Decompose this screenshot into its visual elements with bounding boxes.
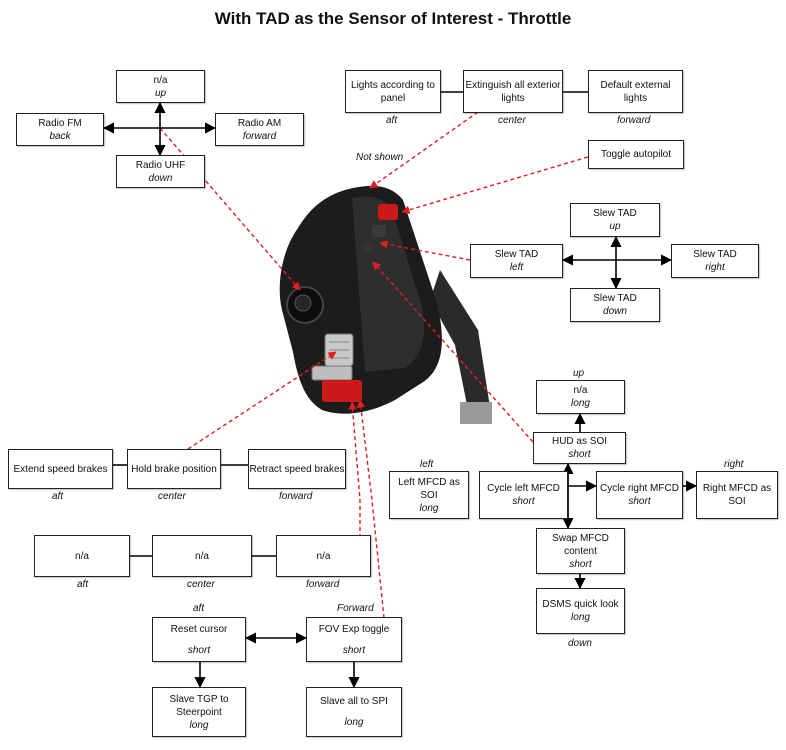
mfcd-na-box: n/a long — [536, 380, 625, 414]
cycle-left-mfcd-label: Cycle left MFCD — [487, 483, 560, 494]
reset-cursor-box: Reset cursor short — [152, 617, 246, 662]
lights-center-position: center — [498, 115, 526, 126]
right-mfcd-soi-box: Right MFCD as SOI — [696, 471, 778, 519]
cursor-aft-label: aft — [193, 603, 205, 614]
mfcd-up-label: up — [573, 368, 585, 379]
speedbrake-center-position: center — [158, 491, 186, 502]
tad-left-label: Slew TAD — [494, 249, 539, 260]
autopilot-label: Toggle autopilot — [600, 149, 672, 160]
lights-center-label: Extinguish all exterior lights — [465, 79, 561, 104]
swap-mfcd-box: Swap MFCD content short — [536, 528, 625, 574]
radio-up-direction: up — [154, 87, 167, 99]
swap-mfcd-label: Swap MFCD content — [552, 532, 609, 557]
tad-right-box: Slew TAD right — [671, 244, 759, 278]
dsms-quick-look-label: DSMS quick look — [542, 599, 619, 610]
slave-spi-duration: long — [344, 717, 364, 728]
radio-fm-direction: back — [49, 130, 71, 142]
tad-up-direction: up — [609, 221, 621, 232]
tad-left-direction: left — [509, 262, 524, 273]
hud-soi-box: HUD as SOI short — [533, 432, 626, 464]
diagram-title: With TAD as the Sensor of Interest - Thr… — [214, 9, 572, 28]
tad-down-direction: down — [603, 306, 627, 317]
radio-am-label: Radio AM — [237, 117, 282, 129]
left-mfcd-soi-duration: long — [419, 502, 439, 514]
radio-up-label: n/a — [153, 74, 168, 86]
mfcd-na-duration: long — [571, 398, 590, 409]
cursor-forward-label: Forward — [337, 603, 374, 614]
right-mfcd-soi-label: Right MFCD as SOI — [702, 483, 772, 507]
na-aft-label: n/a — [75, 550, 89, 562]
na-aft-box: n/a — [34, 535, 130, 577]
fov-exp-toggle-duration: short — [342, 644, 366, 656]
radio-uhf-direction: down — [148, 172, 173, 184]
na-forward-position: forward — [306, 579, 340, 590]
lights-center-box: Extinguish all exterior lights — [463, 70, 563, 113]
na-forward-label: n/a — [316, 550, 331, 562]
na-aft-position: aft — [77, 579, 89, 590]
radio-fm-label: Radio FM — [38, 117, 82, 129]
speedbrake-forward-position: forward — [279, 491, 313, 502]
cycle-right-mfcd-label: Cycle right MFCD — [600, 483, 679, 494]
lights-forward-label: Default external lights — [600, 79, 671, 104]
mfcd-left-label: left — [420, 459, 434, 470]
retract-speed-brakes-label: Retract speed brakes — [249, 463, 345, 475]
na-center-box: n/a — [152, 535, 252, 577]
tad-left-box: Slew TAD left — [470, 244, 563, 278]
slave-spi-box: Slave all to SPI long — [306, 687, 402, 737]
autopilot-box: Toggle autopilot — [588, 140, 684, 169]
swap-mfcd-duration: short — [569, 558, 592, 570]
lights-forward-box: Default external lights — [588, 70, 683, 113]
slave-tgp-duration: long — [189, 719, 209, 731]
tad-up-box: Slew TAD up — [570, 203, 660, 237]
tad-down-label: Slew TAD — [593, 293, 637, 304]
cycle-left-mfcd-duration: short — [512, 496, 535, 507]
radio-am-direction: forward — [242, 130, 277, 142]
radio-am-box: Radio AM forward — [215, 113, 304, 146]
mfcd-na-label: n/a — [573, 385, 588, 396]
fov-exp-toggle-label: FOV Exp toggle — [318, 623, 390, 635]
lights-forward-position: forward — [617, 115, 651, 126]
hud-soi-label: HUD as SOI — [551, 436, 607, 447]
cycle-right-mfcd-duration: short — [628, 496, 651, 507]
radio-uhf-label: Radio UHF — [135, 159, 186, 171]
extend-speed-brakes-box: Extend speed brakes — [8, 449, 113, 489]
cycle-right-mfcd-box: Cycle right MFCD short — [596, 471, 683, 519]
lights-aft-box: Lights according to panel — [345, 70, 441, 113]
reset-cursor-duration: short — [187, 644, 211, 656]
dsms-quick-look-box: DSMS quick look long — [536, 588, 625, 634]
mfcd-right-label: right — [724, 459, 744, 470]
fov-exp-toggle-box: FOV Exp toggle short — [306, 617, 402, 662]
cycle-left-mfcd-box: Cycle left MFCD short — [479, 471, 568, 519]
na-forward-box: n/a — [276, 535, 371, 577]
left-mfcd-soi-label: Left MFCD as SOI — [398, 476, 460, 501]
dsms-quick-look-duration: long — [571, 612, 590, 623]
extend-speed-brakes-label: Extend speed brakes — [13, 463, 108, 475]
slave-tgp-box: Slave TGP to Steerpoint long — [152, 687, 246, 737]
na-center-position: center — [187, 579, 215, 590]
hud-soi-duration: short — [568, 449, 591, 460]
left-mfcd-soi-box: Left MFCD as SOI long — [389, 471, 469, 519]
throttle-grip-illustration — [279, 185, 492, 424]
radio-up-box: n/a up — [116, 70, 205, 103]
not-shown-note: Not shown — [356, 152, 404, 163]
na-center-label: n/a — [195, 550, 209, 562]
reset-cursor-label: Reset cursor — [170, 623, 228, 635]
retract-speed-brakes-box: Retract speed brakes — [248, 449, 346, 489]
speedbrake-aft-position: aft — [52, 491, 64, 502]
tad-up-label: Slew TAD — [593, 208, 637, 219]
slave-tgp-label: Slave TGP to Steerpoint — [169, 693, 229, 718]
lights-aft-label: Lights according to panel — [351, 79, 435, 104]
tad-right-label: Slew TAD — [693, 249, 737, 260]
tad-down-box: Slew TAD down — [570, 288, 660, 322]
hold-brake-box: Hold brake position — [127, 449, 221, 489]
hold-brake-label: Hold brake position — [131, 463, 217, 475]
tad-right-direction: right — [705, 262, 725, 273]
radio-fm-box: Radio FM back — [16, 113, 104, 146]
slave-spi-label: Slave all to SPI — [320, 696, 388, 707]
lights-aft-position: aft — [386, 115, 398, 126]
radio-uhf-box: Radio UHF down — [116, 155, 205, 188]
mfcd-down-label: down — [568, 638, 592, 649]
